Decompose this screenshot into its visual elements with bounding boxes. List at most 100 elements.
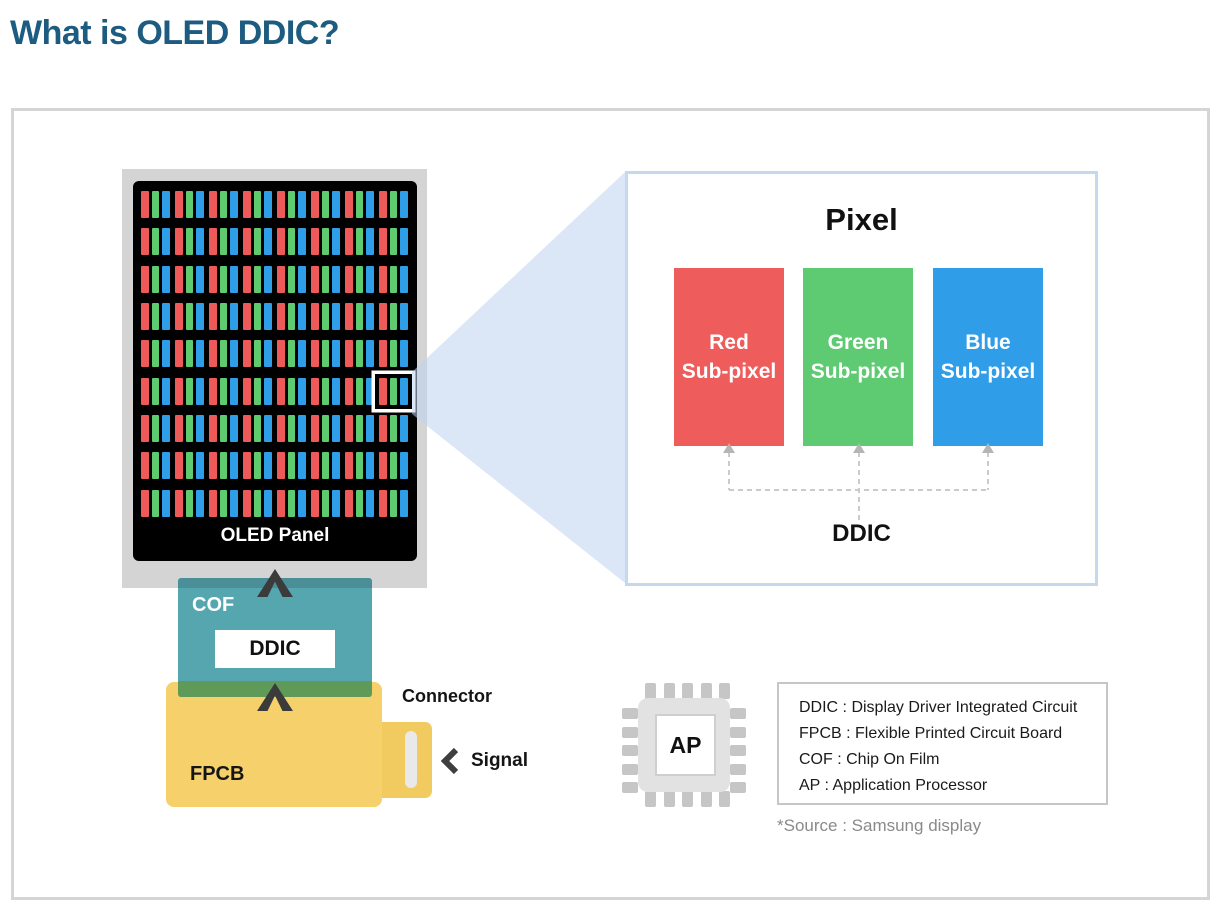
up-arrow-cof-icon bbox=[257, 683, 293, 711]
pixel-group bbox=[243, 414, 272, 442]
pixel-group bbox=[345, 228, 374, 256]
pixel-group bbox=[243, 489, 272, 517]
ap-pin bbox=[700, 683, 712, 699]
ap-chip-label: AP bbox=[655, 714, 716, 776]
pixel-detail-box: Pixel Red Sub-pixel Green Sub-pixel Blue… bbox=[625, 171, 1098, 586]
pixel-group bbox=[277, 414, 306, 442]
ap-pin bbox=[622, 726, 638, 738]
pixel-group bbox=[209, 302, 238, 330]
pixel-group bbox=[277, 340, 306, 368]
pixel-title: Pixel bbox=[825, 202, 898, 237]
green-subpixel-label: Green Sub-pixel bbox=[810, 331, 906, 383]
pixel-group bbox=[379, 340, 408, 368]
red-subpixel-label: Red Sub-pixel bbox=[681, 331, 777, 383]
pixel-group bbox=[141, 228, 170, 256]
pixel-group bbox=[243, 302, 272, 330]
pixel-group bbox=[345, 340, 374, 368]
cof-film-top-overlap bbox=[178, 578, 372, 588]
ap-chip-icon: AP bbox=[622, 683, 746, 807]
pixel-group bbox=[243, 340, 272, 368]
pixel-group bbox=[345, 302, 374, 330]
ap-pin bbox=[622, 782, 638, 793]
pixel-group bbox=[345, 377, 374, 405]
pixel-group bbox=[141, 340, 170, 368]
fpcb-label: FPCB bbox=[190, 763, 245, 785]
pixel-group bbox=[277, 377, 306, 405]
pixel-group bbox=[379, 265, 408, 293]
signal-indicator: Signal bbox=[441, 748, 528, 774]
blue-subpixel-label: Blue Sub-pixel bbox=[940, 331, 1036, 383]
pixel-group bbox=[311, 302, 340, 330]
pixel-group bbox=[141, 452, 170, 480]
ap-pin bbox=[682, 791, 693, 807]
pixel-group bbox=[345, 265, 374, 293]
pixel-group bbox=[379, 377, 408, 405]
pixel-group bbox=[345, 489, 374, 517]
pixel-group bbox=[311, 377, 340, 405]
pixel-group bbox=[175, 452, 204, 480]
connector-label: Connector bbox=[402, 686, 492, 706]
pixel-group bbox=[311, 191, 340, 218]
pixel-group bbox=[209, 489, 238, 517]
pixel-group bbox=[209, 191, 238, 218]
pixel-group bbox=[141, 377, 170, 405]
pixel-group bbox=[209, 340, 238, 368]
legend-item-cof: COF : Chip On Film bbox=[799, 751, 940, 768]
pixel-group bbox=[175, 302, 204, 330]
pixel-group bbox=[175, 377, 204, 405]
pixel-group bbox=[209, 265, 238, 293]
pixel-group bbox=[141, 265, 170, 293]
pixel-group bbox=[141, 414, 170, 442]
ap-pin bbox=[730, 763, 746, 775]
ap-pin bbox=[719, 683, 730, 699]
source-note: *Source : Samsung display bbox=[777, 816, 982, 835]
pixel-group bbox=[209, 228, 238, 256]
ap-pin bbox=[719, 791, 730, 807]
pixel-group bbox=[311, 452, 340, 480]
ap-pin bbox=[645, 791, 656, 807]
ap-pin bbox=[622, 708, 638, 719]
cof-label: COF bbox=[192, 594, 235, 616]
pixel-group bbox=[243, 228, 272, 256]
legend-item-ap: AP : Application Processor bbox=[799, 777, 988, 794]
pixel-group bbox=[379, 302, 408, 330]
ddic-chip: DDIC bbox=[215, 630, 335, 668]
blue-subpixel-rect: Blue Sub-pixel bbox=[933, 268, 1043, 446]
up-arrow-panel-icon bbox=[257, 569, 293, 597]
ap-pin bbox=[622, 763, 638, 775]
ap-pin bbox=[645, 683, 656, 699]
pixel-group bbox=[311, 489, 340, 517]
pixel-group bbox=[175, 265, 204, 293]
pixel-group bbox=[311, 265, 340, 293]
pixel-group bbox=[175, 489, 204, 517]
ddic-connector-arrows bbox=[723, 443, 994, 520]
pixel-group bbox=[175, 340, 204, 368]
oled-panel-label: OLED Panel bbox=[220, 525, 330, 546]
pixel-group bbox=[243, 191, 272, 218]
signal-label: Signal bbox=[471, 750, 529, 771]
pixel-group bbox=[243, 265, 272, 293]
pixel-group bbox=[379, 191, 408, 218]
pixel-group bbox=[345, 191, 374, 218]
pixel-group bbox=[311, 414, 340, 442]
pixel-group bbox=[209, 414, 238, 442]
legend-item-fpcb: FPCB : Flexible Printed Circuit Board bbox=[799, 725, 1063, 742]
pixel-group bbox=[175, 228, 204, 256]
pixel-group bbox=[277, 452, 306, 480]
fpcb-board bbox=[166, 682, 382, 807]
ap-pin bbox=[730, 782, 746, 793]
pixel-group bbox=[311, 340, 340, 368]
pixel-group bbox=[345, 452, 374, 480]
green-subpixel-rect: Green Sub-pixel bbox=[803, 268, 913, 446]
ap-pin bbox=[663, 791, 675, 807]
pixel-group bbox=[311, 228, 340, 256]
pixel-group bbox=[277, 265, 306, 293]
pixel-group bbox=[209, 452, 238, 480]
legend-item-ddic: DDIC : Display Driver Integrated Circuit bbox=[799, 699, 1078, 716]
pixel-group bbox=[141, 302, 170, 330]
connector-tab-slot bbox=[405, 731, 417, 788]
ap-pin bbox=[663, 683, 675, 699]
pixel-group bbox=[379, 489, 408, 517]
pixel-group bbox=[141, 191, 170, 218]
